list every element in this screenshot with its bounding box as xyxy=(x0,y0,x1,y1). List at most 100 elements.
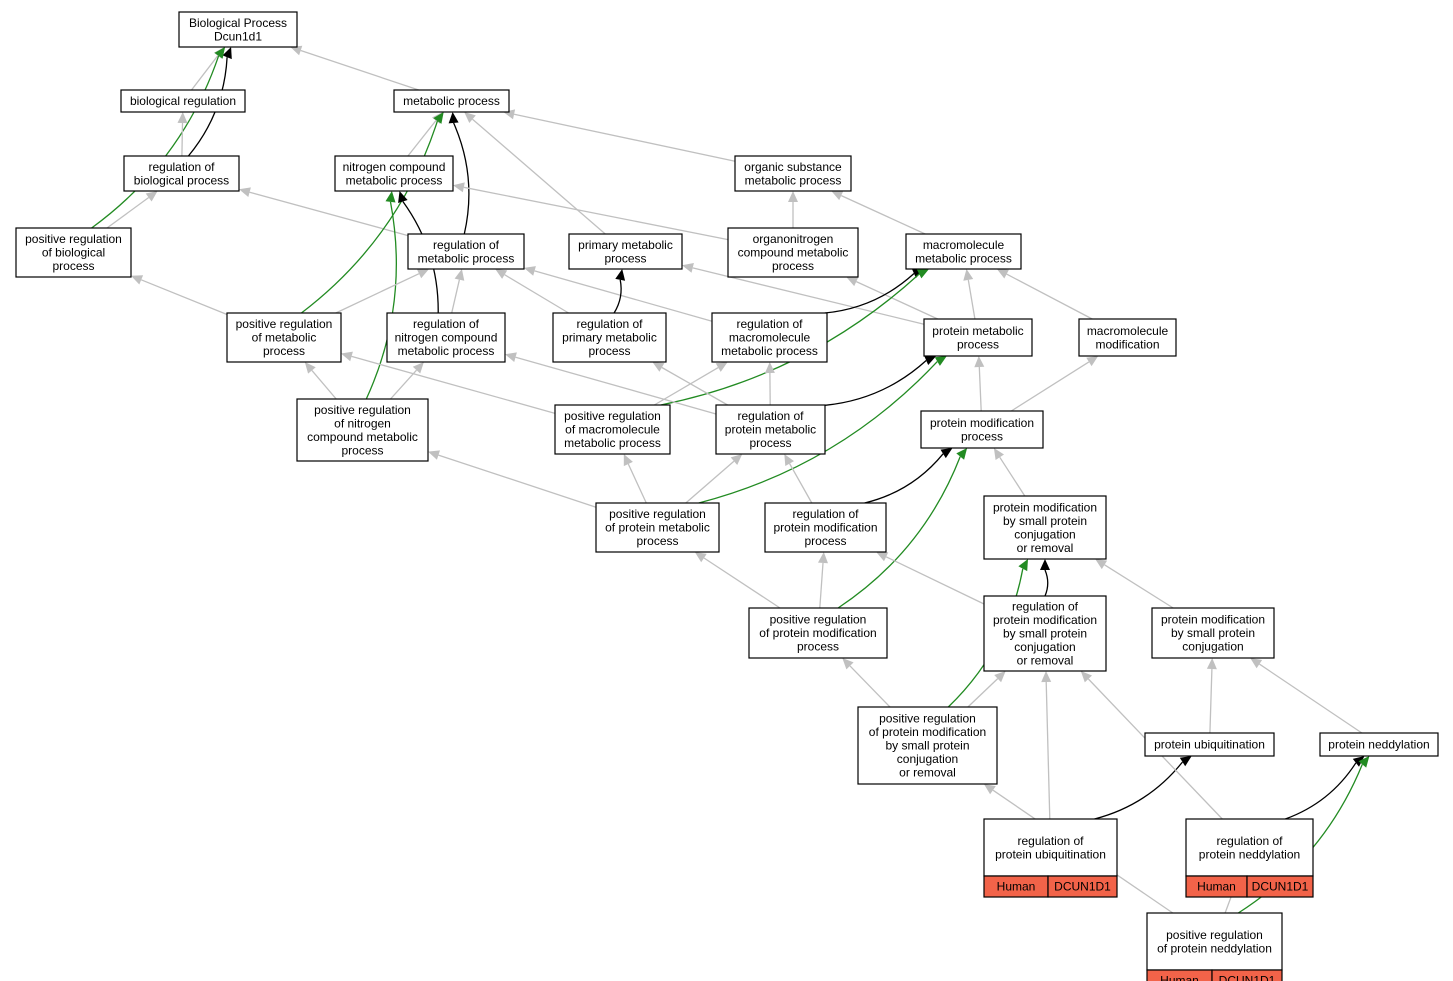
edge-protnedd-to-protmodsmallconj xyxy=(1250,658,1363,734)
edge-line xyxy=(819,562,824,609)
term-label-line: of metabolic xyxy=(252,331,317,345)
edge-regprimary-to-primary xyxy=(613,269,626,314)
term-label-line: metabolic process xyxy=(418,251,515,265)
edge-line xyxy=(407,120,437,157)
term-label-line: primary metabolic xyxy=(578,238,673,252)
edge-regmacro-to-regmetab xyxy=(524,266,713,322)
edge-arrowhead xyxy=(831,191,844,201)
term-label-line: process xyxy=(797,640,839,654)
term-label-line: organonitrogen xyxy=(753,232,834,246)
term-label-line: protein neddylation xyxy=(1199,847,1300,861)
term-label-line: metabolic process xyxy=(721,344,818,358)
edge-arrowhead xyxy=(993,448,1004,460)
edge-arrowhead xyxy=(304,362,316,374)
edge-arrowhead xyxy=(524,266,536,276)
term-node-protnedd[interactable]: protein neddylation xyxy=(1319,732,1439,757)
term-label-line: conjugation xyxy=(1182,640,1243,654)
edge-arrowhead xyxy=(1206,658,1217,670)
term-label-line: protein modification xyxy=(993,500,1097,514)
edge-line xyxy=(390,369,417,400)
edge-metab-to-bp xyxy=(290,45,419,91)
term-node-protubiq[interactable]: protein ubiquitination xyxy=(1144,732,1275,757)
edge-arrowhead xyxy=(956,448,968,460)
term-label-line: positive regulation xyxy=(314,403,411,417)
term-node-metab[interactable]: metabolic process xyxy=(393,89,510,113)
edge-arrowhead xyxy=(428,450,440,460)
edge-line xyxy=(1010,361,1090,412)
edge-arrowhead xyxy=(131,275,144,285)
edge-line xyxy=(513,113,736,162)
edge-posregnitro-to-regnitro xyxy=(390,362,424,400)
term-box xyxy=(595,502,720,553)
term-node-bioreg[interactable]: biological regulation xyxy=(120,89,246,113)
edge-posregprotmod-to-protmod xyxy=(837,448,968,609)
edge-line xyxy=(1285,762,1357,820)
term-label-line: nitrogen compound xyxy=(343,160,446,174)
term-label-line: regulation of xyxy=(433,238,500,252)
edge-regmetab-to-regbio xyxy=(239,187,409,237)
term-box xyxy=(552,312,667,363)
edge-macro-to-organic xyxy=(831,191,926,235)
edge-arrowhead xyxy=(682,263,694,273)
edge-arrowhead xyxy=(1358,756,1370,768)
edge-line xyxy=(1094,761,1184,820)
edge-line xyxy=(181,122,184,157)
term-box xyxy=(1144,732,1275,757)
edge-line xyxy=(824,273,915,314)
edge-regprotmetab-to-protmetab xyxy=(824,355,937,406)
edge-arrowhead xyxy=(924,355,937,365)
term-box xyxy=(983,495,1107,560)
edge-regprotmod-to-regprotmetab xyxy=(784,454,813,504)
term-label-line: positive regulation xyxy=(1166,928,1263,942)
term-label-line: process xyxy=(957,337,999,351)
edge-regprimary-to-regmetab xyxy=(495,269,569,314)
term-label-line: by small protein xyxy=(885,739,969,753)
edge-arrowhead xyxy=(412,362,424,374)
term-label-line: primary metabolic xyxy=(562,331,657,345)
edge-line xyxy=(685,460,735,504)
term-box xyxy=(857,706,998,785)
edge-line xyxy=(967,279,976,320)
term-label-line: macromolecule xyxy=(1087,324,1169,338)
edge-regprotmodsmall-to-protmodsmall xyxy=(1040,559,1050,597)
edge-arrowhead xyxy=(983,784,996,795)
term-label-line: positive regulation xyxy=(879,712,976,726)
edge-line xyxy=(504,274,569,314)
term-label-line: conjugation xyxy=(897,752,958,766)
term-label-line: Biological Process xyxy=(189,16,287,30)
edge-posregprotmetab-to-regprotmetab xyxy=(685,454,743,504)
edge-posregprotmodsmall-to-regprotmodsmall xyxy=(967,671,1006,708)
edge-arrowhead xyxy=(715,362,728,372)
term-label-line: positive regulation xyxy=(564,409,661,423)
term-box xyxy=(1319,732,1439,757)
